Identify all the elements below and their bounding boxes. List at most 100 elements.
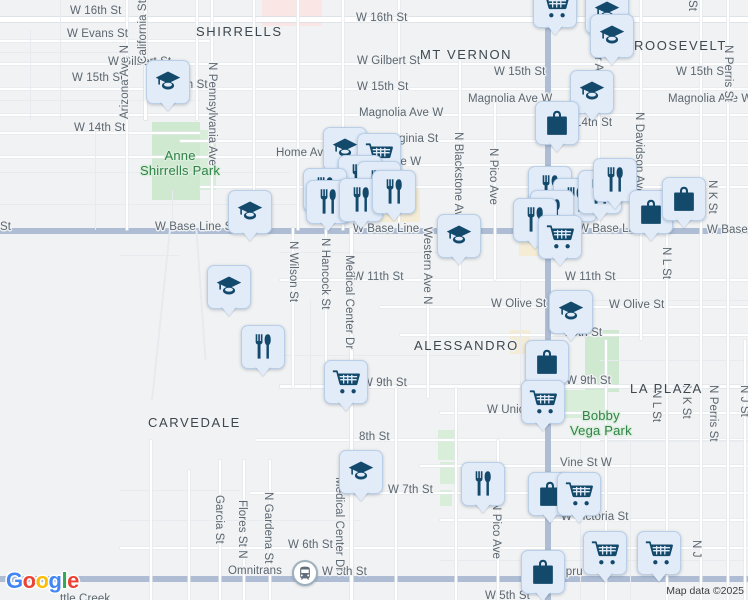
- road-minor-h10: [120, 490, 240, 492]
- road-minor-v2: [30, 30, 32, 120]
- street-label: W 15th St: [72, 72, 124, 84]
- road-w-victoria-st: [440, 519, 748, 522]
- neighborhood-label: SHIRRELLS: [196, 24, 283, 39]
- park-anne-shirrells: [152, 122, 200, 200]
- road-minor-v1: [60, 0, 62, 120]
- street-label: N Pico Ave: [490, 502, 502, 560]
- road-vert-s1: [395, 388, 398, 600]
- road-minor-h11: [120, 520, 360, 522]
- park-anne-shirrells-extra: [200, 130, 216, 190]
- road-w-base-line-st: [0, 228, 748, 234]
- poi-marker[interactable]: [535, 101, 579, 145]
- street-label: N L St: [650, 390, 662, 423]
- poi-marker[interactable]: [557, 472, 601, 516]
- neighborhood-label: CARVEDALE: [148, 415, 241, 430]
- road-w-gilbert-st: [0, 63, 748, 66]
- road-vert-3: [297, 0, 300, 230]
- road-minor-h3: [0, 172, 290, 174]
- road-minor-v3: [95, 130, 97, 230]
- road-magnolia-ave-w: [0, 114, 748, 117]
- poi-marker[interactable]: [521, 550, 565, 594]
- poi-marker[interactable]: [538, 215, 582, 259]
- neighborhood-label: ALESSANDRO: [414, 338, 519, 353]
- road-vert-s4: [150, 440, 153, 600]
- road-minor-h6: [280, 252, 460, 254]
- road-13th-st: [200, 186, 748, 189]
- street-label: Magnolia Ave W: [359, 107, 444, 119]
- road-minor-h13: [600, 440, 748, 442]
- poi-marker[interactable]: [207, 265, 251, 309]
- road-n-wilson-st: [292, 228, 295, 388]
- neighborhood-label: MT VERNON: [420, 47, 513, 62]
- road-n-k-st-n: [700, 0, 703, 600]
- area-institution: [262, 0, 322, 26]
- poi-marker[interactable]: [525, 340, 569, 384]
- road-w-6th-st: [120, 547, 748, 550]
- poi-marker[interactable]: [549, 290, 593, 334]
- poi-marker[interactable]: [583, 531, 627, 575]
- poi-marker[interactable]: [521, 380, 565, 424]
- poi-marker[interactable]: [339, 450, 383, 494]
- street-label: W Evans St: [67, 28, 129, 40]
- road-vert-4: [342, 0, 345, 230]
- poi-marker[interactable]: [437, 214, 481, 258]
- street-label: W 15th St: [494, 66, 546, 78]
- poi-marker[interactable]: [662, 177, 706, 221]
- road-vert-s3: [605, 340, 608, 600]
- road-w-11th-st: [280, 279, 748, 282]
- road-n-pico-ave-n: [494, 100, 497, 280]
- road-mt-vernon-ave: [545, 0, 551, 600]
- road-minor-h7: [280, 355, 480, 357]
- google-logo[interactable]: Google: [6, 568, 79, 593]
- street-label: ttle Creek: [60, 593, 111, 600]
- road-w-evans-st: [0, 40, 210, 43]
- poi-marker[interactable]: [372, 170, 416, 214]
- road-vert-s5: [188, 470, 191, 600]
- road-minor-h5: [120, 255, 180, 257]
- poi-marker[interactable]: [533, 0, 577, 28]
- poi-marker[interactable]: [590, 14, 634, 58]
- road-w-virginia-st: [180, 140, 748, 143]
- road-n-blackstone-ave: [459, 60, 462, 290]
- road-minor-v6: [520, 280, 522, 390]
- road-garcia-st: [219, 460, 222, 600]
- poi-marker[interactable]: [324, 360, 368, 404]
- road-n-perris-st-n: [727, 0, 730, 600]
- poi-marker[interactable]: [146, 60, 190, 104]
- park-green-7th: [440, 462, 456, 484]
- road-minor-v5: [310, 300, 312, 390]
- road-vine-st-w: [420, 465, 748, 468]
- transit-stop-marker[interactable]: [292, 560, 318, 586]
- road-flores-st-n: [243, 460, 246, 600]
- street-label: N Pico Ave: [487, 148, 499, 206]
- road-w-9th-st: [280, 385, 748, 389]
- street-label: Magnolia Ave W: [668, 93, 748, 105]
- road-minor-v4: [172, 190, 174, 230]
- street-label: Arizona Ave N: [119, 45, 131, 119]
- road-minor-h8: [560, 300, 748, 302]
- road-8th-st: [255, 439, 748, 442]
- road-arizona-ave-n: [126, 0, 129, 230]
- poi-marker[interactable]: [461, 462, 505, 506]
- street-label: W 15th St: [357, 81, 409, 93]
- road-medical-center-dr: [350, 228, 354, 600]
- map-attribution: Map data ©2025: [666, 585, 744, 597]
- street-label: N Gardena St: [262, 492, 274, 564]
- road-n-gardena-st: [269, 460, 272, 600]
- poi-marker[interactable]: [241, 325, 285, 369]
- poi-marker[interactable]: [228, 190, 272, 234]
- road-home-ave: [0, 156, 310, 159]
- road-w-union-st: [440, 412, 748, 415]
- poi-marker[interactable]: [570, 70, 614, 114]
- road-n-l-st: [666, 228, 669, 600]
- street-label: St: [686, 0, 698, 12]
- road-ave-w: [390, 164, 748, 167]
- neighborhood-label: ROOSEVELT: [634, 38, 727, 53]
- road-california-st: [144, 0, 148, 120]
- road-minor-h4: [0, 204, 300, 206]
- poi-marker[interactable]: [637, 531, 681, 575]
- road-minor-h9: [600, 360, 748, 362]
- road-n-pennsylvania-ave: [211, 0, 214, 230]
- road-n-j-st: [744, 340, 747, 600]
